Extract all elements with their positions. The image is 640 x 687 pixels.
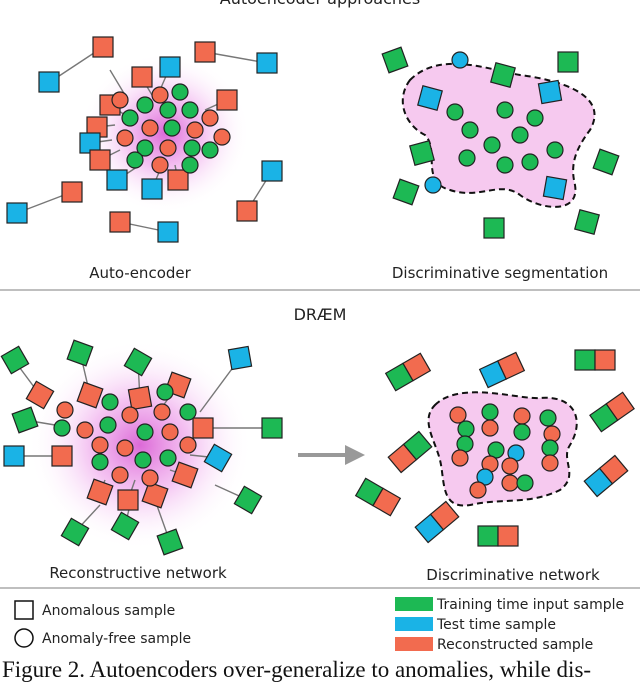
legend: Anomalous sample Anomaly-free sample Tra… [14, 597, 624, 653]
legend-training-input: Training time input sample [436, 597, 624, 613]
training-swatch [395, 597, 433, 611]
top-section-title: Autoencoder approaches [220, 0, 420, 8]
draem-title: DRÆM [294, 305, 347, 324]
autoencoder-panel: Auto-encoder [6, 36, 283, 282]
reconstructed-swatch [395, 637, 433, 651]
discriminative-network-label: Discriminative network [426, 566, 600, 584]
segmentation-anomaly-free-samples [424, 51, 564, 194]
test-swatch [395, 617, 433, 631]
legend-anomaly-free-sample: Anomaly-free sample [42, 631, 191, 647]
discriminative-segmentation-label: Discriminative segmentation [392, 264, 608, 282]
transition-arrow [298, 445, 365, 465]
autoencoder-anomaly-free-samples [111, 83, 231, 174]
reconstructive-network-panel: Reconstructive network [0, 339, 283, 582]
discriminative-network-panel: Discriminative network [354, 349, 635, 584]
legend-anomalous-sample: Anomalous sample [42, 603, 175, 619]
discriminative-circle-pairs [449, 403, 561, 499]
legend-reconstructed-sample: Reconstructed sample [437, 637, 593, 653]
discriminative-sample-pairs [354, 349, 635, 547]
autoencoder-anomalous-samples [6, 36, 283, 243]
anomalous-sample-icon [14, 600, 34, 620]
legend-test-sample: Test time sample [436, 617, 556, 633]
figure-caption: Figure 2. Autoencoders over-generalize t… [2, 657, 592, 682]
autoencoder-label: Auto-encoder [89, 264, 191, 282]
anomaly-free-sample-icon [14, 628, 34, 648]
discriminative-segmentation-panel: Discriminative segmentation [381, 46, 620, 282]
reconstructive-anomaly-free-samples [53, 383, 197, 487]
segmentation-anomalous-samples [381, 46, 620, 239]
reconstructive-network-label: Reconstructive network [49, 564, 227, 582]
reconstructive-anomalous-samples [0, 339, 283, 556]
